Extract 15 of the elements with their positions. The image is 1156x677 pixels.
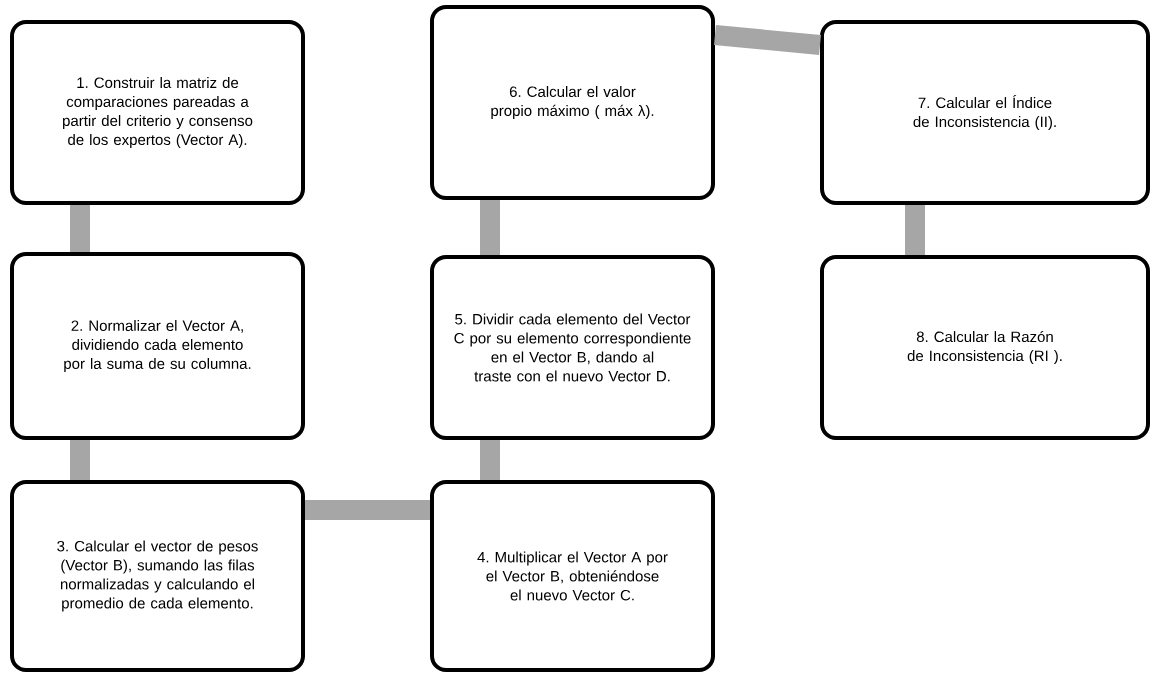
connector-bar [305,500,430,520]
connector-bar [480,200,500,255]
process-box: 1. Construir la matriz de comparaciones pareadas a partir del criterio y consenso de los expertos (Vector A). [10,20,305,205]
connector-bar [70,205,90,252]
process-box: 3. Calcular el vector de pesos (Vector B), sumando las filas normalizadas y calculando el promedio de cada elemento. [10,480,305,672]
process-box: 7. Calcular el Índice de Inconsistencia (II). [820,20,1150,205]
process-box: 6. Calcular el valor propio máximo ( máx λ). [430,5,715,200]
connector-bar [480,440,500,480]
process-box: 2. Normalizar el Vector A, dividiendo cada elemento por la suma de su columna. [10,252,305,440]
connector-bar [905,205,925,255]
connector-bar [714,25,821,55]
connector-bar [70,440,90,480]
process-box: 8. Calcular la Razón de Inconsistencia (RI ). [820,255,1150,440]
process-box: 5. Dividir cada elemento del Vector C por su elemento correspondiente en el Vector B, dando al traste con el nuevo Vector D. [430,255,715,440]
process-box: 4. Multiplicar el Vector A por el Vector B, obteniéndose el nuevo Vector C. [430,480,715,672]
